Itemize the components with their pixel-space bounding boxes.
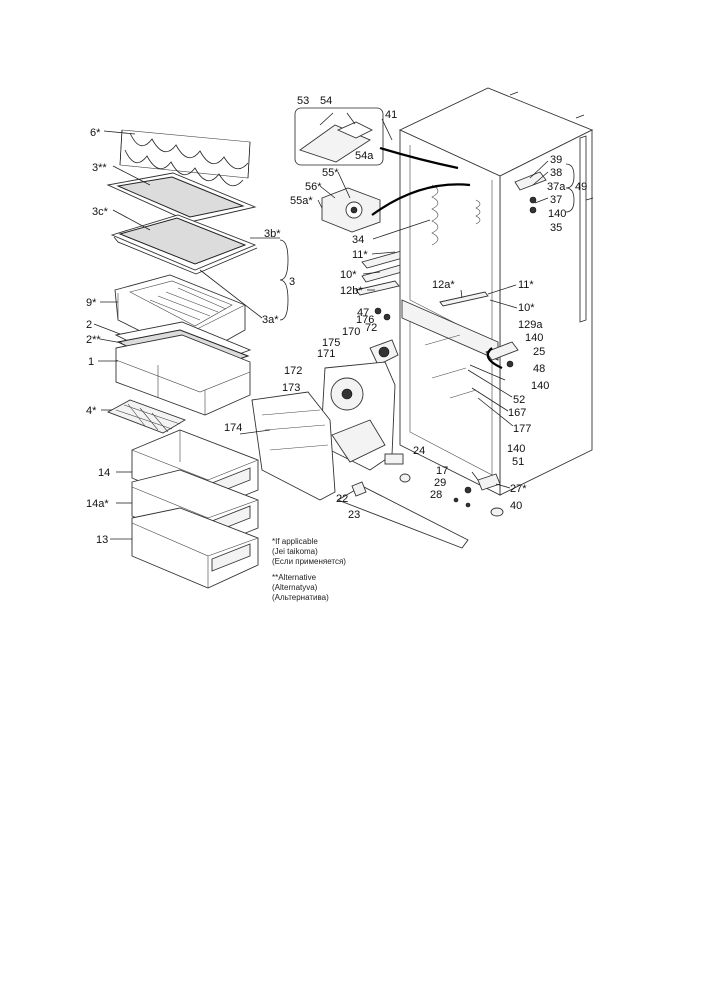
callout-176: 176	[356, 314, 374, 326]
callout-140-top: 140	[548, 208, 566, 220]
callout-37a: 37a	[547, 181, 566, 193]
callout-129a: 129a	[518, 319, 543, 331]
callout-10-left: 10*	[340, 269, 357, 281]
callout-49: 49	[575, 181, 587, 193]
callout-37: 37	[550, 194, 562, 206]
callout-14a: 14a*	[86, 498, 109, 510]
callout-167: 167	[508, 407, 526, 419]
glass-shelf-framed	[110, 214, 258, 275]
control-unit-inset	[294, 107, 384, 166]
note-if-applicable-ru: (Если применяется)	[272, 557, 346, 566]
callout-53: 53	[297, 95, 309, 107]
callout-140-mid2: 140	[531, 380, 549, 392]
note-if-applicable-lt: (Jei taikoma)	[272, 547, 318, 556]
callout-48: 48	[533, 363, 545, 375]
callout-10-right: 10*	[518, 302, 535, 314]
callout-3-alt: 3**	[92, 162, 107, 174]
callout-29: 29	[434, 477, 446, 489]
crisper-drawer	[115, 334, 251, 416]
callout-3b: 3b*	[264, 228, 281, 240]
fan-assembly	[321, 187, 381, 233]
adjustable-foot-front	[384, 453, 411, 483]
note-alternative-en: **Alternative	[272, 573, 317, 582]
callout-172: 172	[284, 365, 302, 377]
callout-17: 17	[436, 465, 448, 477]
assembly-arrow-fan	[371, 183, 471, 216]
evaporator-cover-panel	[251, 391, 336, 501]
callout-54a: 54a	[355, 150, 374, 162]
callout-3c: 3c*	[92, 206, 109, 218]
note-alternative-ru: (Альтернатива)	[272, 593, 329, 602]
callout-173: 173	[282, 382, 300, 394]
callout-55: 55*	[322, 167, 339, 179]
base-grill	[336, 481, 469, 549]
callout-1: 1	[88, 356, 94, 368]
callout-13: 13	[96, 534, 108, 546]
wire-bottle-rack	[119, 129, 251, 187]
note-alternative-lt: (Alternatyva)	[272, 583, 318, 592]
callout-35: 35	[550, 222, 562, 234]
callout-12a: 12a*	[432, 279, 455, 291]
callout-25: 25	[533, 346, 545, 358]
shelf-rails-left	[355, 249, 411, 296]
middle-hinge-parts	[485, 341, 519, 368]
ice-tray	[106, 399, 187, 434]
callout-47: 47	[357, 307, 369, 319]
callout-170: 170	[342, 326, 360, 338]
callout-11-right: 11*	[518, 279, 534, 291]
leader-lines	[93, 112, 575, 540]
callout-72: 72	[365, 322, 377, 334]
callout-177: 177	[513, 423, 531, 435]
footnote-if-applicable: *If applicable (Jei taikoma) (Если приме…	[272, 537, 346, 566]
callout-27: 27*	[510, 483, 527, 495]
evaporator-fan-motor	[369, 339, 399, 366]
callout-23: 23	[348, 509, 360, 521]
freezer-drawer-bottom	[131, 507, 259, 589]
callout-3: 3	[289, 276, 295, 288]
callout-9: 9*	[86, 297, 97, 309]
callout-171: 171	[317, 348, 335, 360]
callout-140-bottom: 140	[507, 443, 525, 455]
callout-28: 28	[430, 489, 442, 501]
callout-51: 51	[512, 456, 524, 468]
callout-12b: 12b*	[340, 285, 363, 297]
callout-175: 175	[322, 337, 340, 349]
footnote-alternative: **Alternative (Alternatyva) (Альтернатив…	[272, 573, 329, 602]
bottom-hinge-parts	[453, 473, 504, 517]
callout-39: 39	[550, 154, 562, 166]
callout-labels: 6* 3** 3c* 3b* 3 3a* 9* 2 2** 1 4* 14 14…	[86, 95, 587, 546]
callout-55a: 55a*	[290, 195, 313, 207]
assembly-arrow-top	[379, 146, 459, 170]
callout-38: 38	[550, 167, 562, 179]
note-if-applicable-en: *If applicable	[272, 537, 318, 546]
callout-24: 24	[413, 445, 425, 457]
callout-40: 40	[510, 500, 522, 512]
callout-34: 34	[352, 234, 364, 246]
callout-52: 52	[513, 394, 525, 406]
callout-174: 174	[224, 422, 242, 434]
callout-56: 56*	[305, 181, 322, 193]
callout-41: 41	[385, 109, 397, 121]
callout-2: 2	[86, 319, 92, 331]
assembly-arrow-middle	[486, 347, 503, 370]
callout-54: 54	[320, 95, 332, 107]
screws-47-72	[374, 307, 391, 321]
callout-6: 6*	[90, 127, 101, 139]
callout-14: 14	[98, 467, 110, 479]
callout-2-alt: 2**	[86, 334, 101, 346]
glass-shelf-top	[106, 172, 257, 223]
callout-4: 4*	[86, 405, 97, 417]
callout-3a: 3a*	[262, 314, 279, 326]
callout-140-mid1: 140	[525, 332, 543, 344]
top-hinge-parts	[514, 171, 547, 214]
callout-22: 22	[336, 493, 348, 505]
fan-housing	[321, 361, 396, 471]
callout-11-left: 11*	[352, 249, 368, 261]
